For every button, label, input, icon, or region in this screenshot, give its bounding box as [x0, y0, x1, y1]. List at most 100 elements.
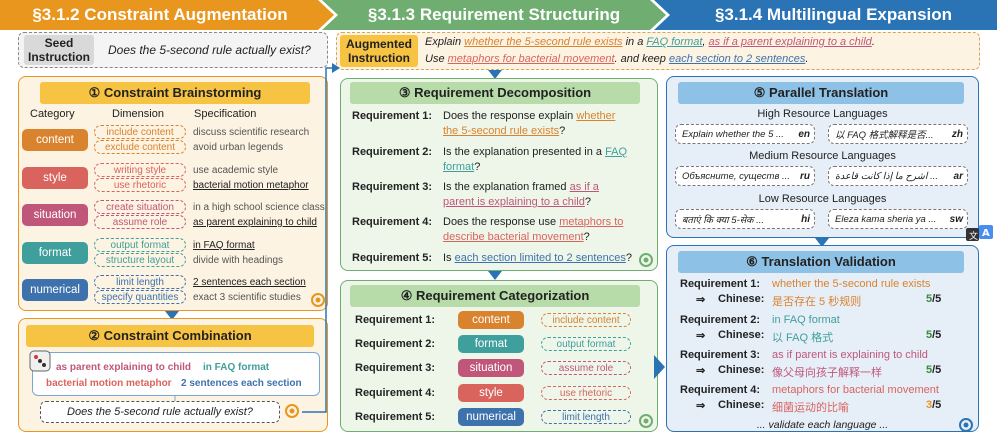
requirement-text: the 5-second rule exists? — [443, 125, 566, 137]
validation-target: 细菌运动的比喻 — [772, 402, 849, 414]
requirement-text: Does the response use metaphors to — [443, 216, 624, 228]
category-format: format — [22, 242, 88, 264]
spec-text-selected: bacterial motion metaphor — [193, 180, 309, 191]
category-style: style — [458, 384, 524, 402]
col-specification: Specification — [194, 108, 257, 120]
validation-panel — [666, 245, 979, 432]
requirement-label: Requirement 1: — [680, 278, 761, 290]
validation-score: 5/5 — [926, 329, 942, 341]
requirement-label: Requirement 2: — [680, 314, 761, 326]
requirement-text: Is the explanation framed as if a — [443, 181, 599, 193]
dimension-exclude-content: exclude content — [94, 140, 186, 154]
spec-text-selected: as parent explaining to child — [193, 217, 317, 228]
spec-text: use academic style — [193, 165, 279, 176]
banner-multilingual-expansion: §3.1.4 Multilingual Expansion — [714, 5, 953, 24]
category-situation: situation — [22, 204, 88, 226]
dimension-assume-role: assume role — [541, 361, 631, 375]
dimension-assume-role: assume role — [94, 215, 186, 229]
banner-arrows — [0, 0, 997, 30]
validation-score: 5/5 — [926, 293, 942, 305]
translation-hi: बताएं कि क्या 5-सेक ...hi — [675, 209, 815, 229]
category-numerical: numerical — [458, 408, 524, 426]
chinese-label: Chinese: — [718, 364, 765, 376]
dimension-use-rhetoric: use rhetoric — [541, 386, 631, 400]
arrow-down-icon — [165, 311, 179, 320]
combination-question: Does the 5-second rule actually exist? — [40, 401, 280, 423]
category-situation: situation — [458, 359, 524, 377]
requirement-text: Is the explanation presented in a FAQ — [443, 146, 628, 158]
openai-logo-icon — [639, 253, 653, 267]
category-numerical: numerical — [22, 279, 88, 301]
combined-constraint-situation: as parent explaining to child — [56, 362, 192, 373]
arrow-right-icon — [654, 355, 665, 379]
validation-score: 5/5 — [926, 364, 942, 376]
augmented-line-1: Explain whether the 5-second rule exists… — [425, 36, 875, 48]
augmented-instruction-box — [336, 32, 980, 70]
dimension-create-situation: create situation — [94, 200, 186, 214]
col-category: Category — [30, 108, 75, 120]
validation-source: whether the 5-second rule exists — [772, 278, 931, 290]
dice-icon — [29, 350, 51, 372]
combined-constraint-numerical: 2 sentences each section — [181, 378, 302, 389]
requirement-label: Requirement 3: — [680, 349, 761, 361]
augmented-line-2: Use metaphors for bacterial movement. an… — [425, 53, 809, 65]
banner-constraint-augmentation: §3.1.2 Constraint Augmentation — [32, 5, 288, 24]
connector-arrow — [302, 63, 340, 413]
spec-text-selected: 2 sentences each section — [193, 277, 306, 288]
translation-title: ⑤ Parallel Translation — [678, 82, 964, 104]
category-format: format — [458, 335, 524, 353]
requirement-label: Requirement 4: — [680, 384, 761, 396]
dimension-specify-quantities: specify quantities — [94, 290, 186, 304]
validation-source: metaphors for bacterial movement — [772, 384, 939, 396]
validation-source: in FAQ format — [772, 314, 840, 326]
validation-source: as if parent is explaining to child — [772, 349, 928, 361]
dimension-writing-style: writing style — [94, 163, 186, 177]
arrow-glyph: ⇒ — [696, 365, 706, 377]
combined-constraint-format: in FAQ format — [203, 362, 270, 373]
col-dimension: Dimension — [112, 108, 164, 120]
requirement-text: parent is explaining to a child? — [443, 196, 591, 208]
validation-score: 3/5 — [926, 399, 942, 411]
brainstorming-panel — [18, 76, 328, 311]
svg-text:文: 文 — [969, 230, 978, 242]
requirement-label: Requirement 1: — [352, 110, 433, 122]
chinese-label: Chinese: — [718, 293, 765, 305]
requirement-label: Requirement 4: — [352, 216, 433, 228]
medium-resource-heading: Medium Resource Languages — [749, 150, 896, 162]
category-content: content — [458, 311, 524, 329]
requirement-text: format? — [443, 161, 481, 173]
translation-ar: اشرح ما إذا كانت قاعدة ...ar — [828, 166, 968, 186]
spec-text: avoid urban legends — [193, 142, 284, 153]
low-resource-heading: Low Resource Languages — [758, 193, 887, 205]
validation-footer: ... validate each language ... — [756, 419, 889, 431]
brainstorming-title: ① Constraint Brainstorming — [40, 82, 310, 104]
category-content: content — [22, 129, 88, 151]
requirement-label: Requirement 2: — [355, 338, 436, 350]
svg-text:A: A — [982, 228, 990, 239]
chinese-label: Chinese: — [718, 399, 765, 411]
arrow-down-icon — [488, 271, 502, 280]
requirement-label: Requirement 5: — [355, 411, 436, 423]
dimension-limit-length: limit length — [94, 275, 186, 289]
combination-title: ② Constraint Combination — [26, 325, 314, 347]
category-style: style — [22, 167, 88, 189]
translation-ru: Объясните, существ ...ru — [675, 166, 815, 186]
requirement-text: describe bacterial movement? — [443, 231, 590, 243]
categorization-title: ④ Requirement Categorization — [350, 285, 640, 307]
dimension-structure-layout: structure layout — [94, 253, 186, 267]
requirement-text: Does the response explain whether — [443, 110, 616, 122]
dimension-limit-length: limit length — [541, 410, 631, 424]
requirement-label: Requirement 3: — [355, 362, 436, 374]
combination-box — [32, 352, 320, 396]
spec-text: exact 3 scientific studies — [193, 292, 301, 303]
requirement-label: Requirement 4: — [355, 387, 436, 399]
dimension-include-content: include content — [541, 313, 631, 327]
requirement-label: Requirement 3: — [352, 181, 433, 193]
arrow-glyph: ⇒ — [696, 294, 706, 306]
requirement-label: Requirement 5: — [352, 252, 433, 264]
dimension-output-format: output format — [541, 337, 631, 351]
combined-constraint-style: bacterial motion metaphor — [46, 378, 172, 389]
openai-logo-icon — [639, 414, 653, 428]
